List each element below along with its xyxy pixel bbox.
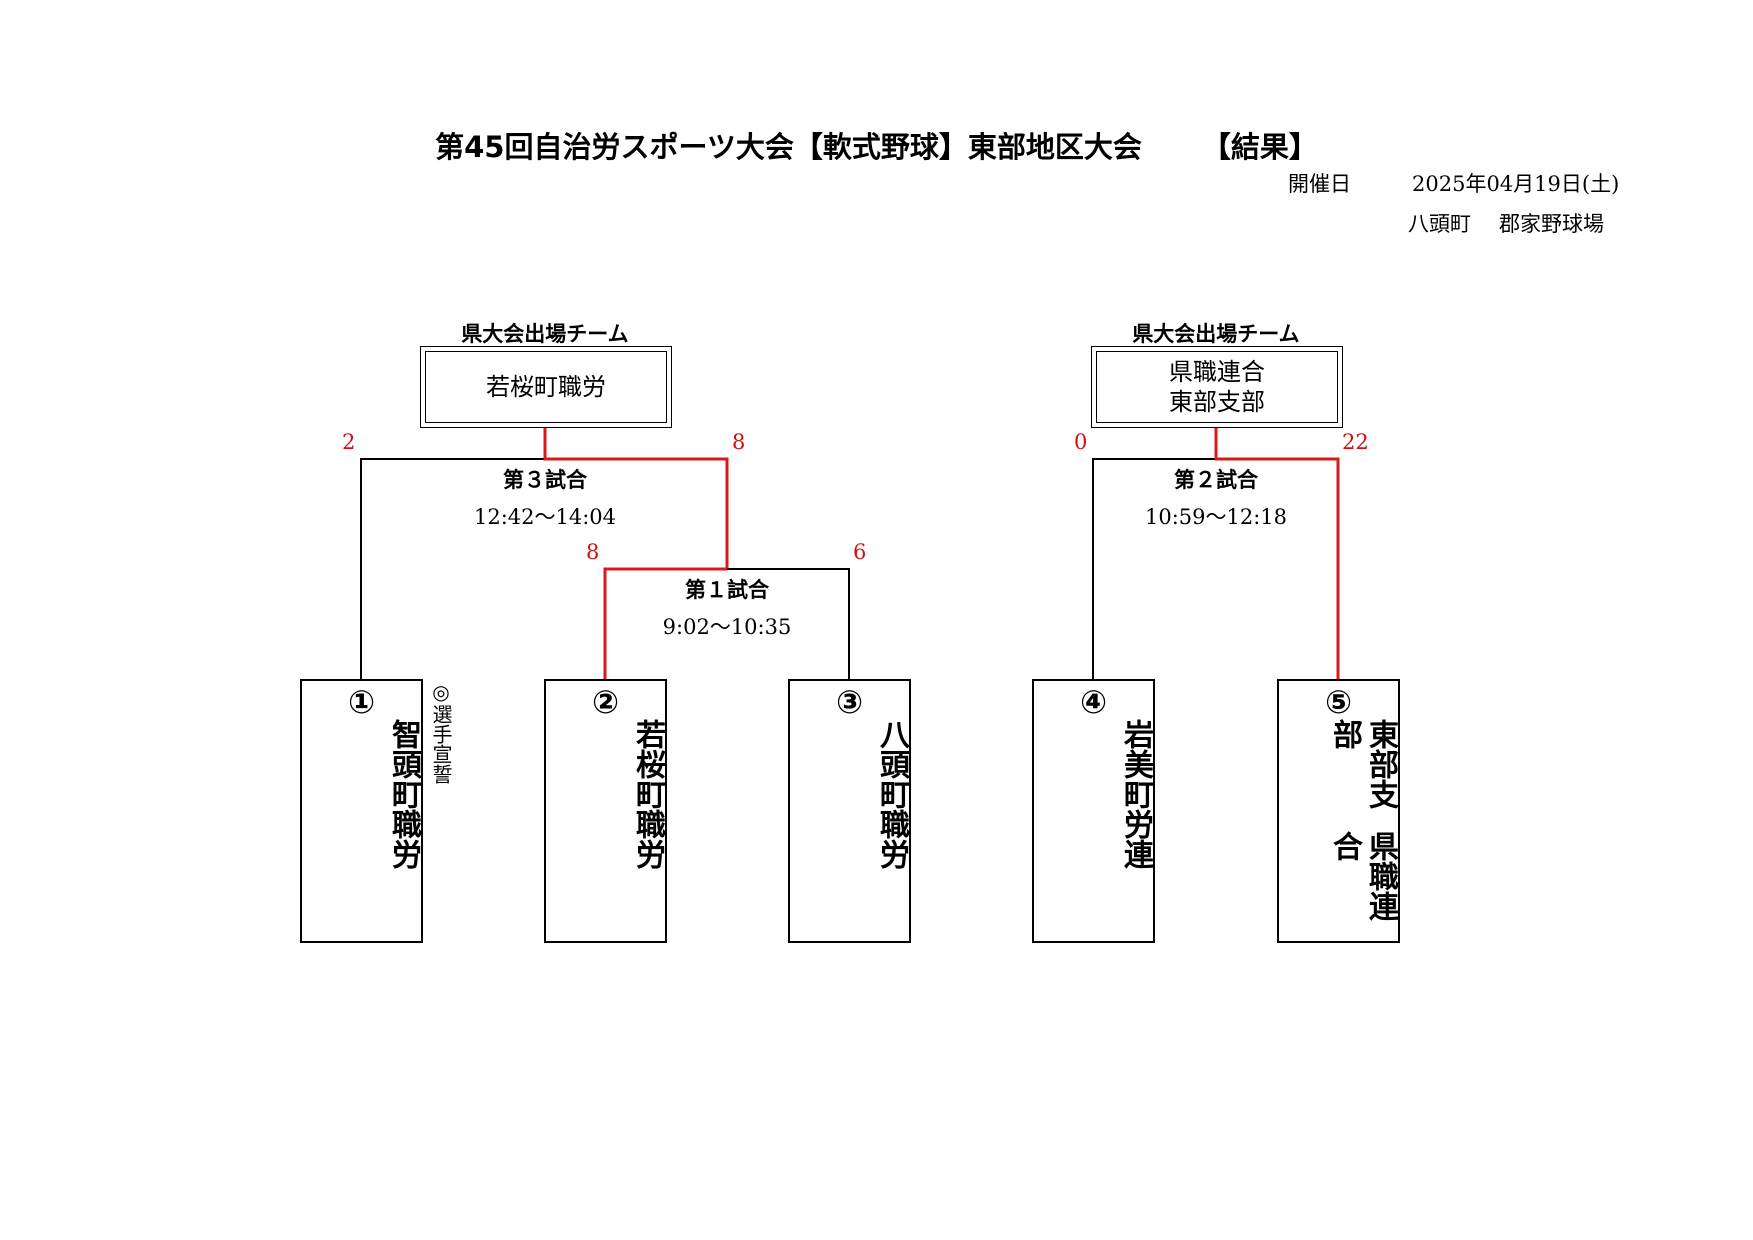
date-value: 2025年04月19日(土) [1412, 172, 1620, 196]
team-name-1: 智頭町職労 [302, 719, 421, 869]
match1-time: 9:02〜10:35 [662, 615, 792, 639]
score-match1-right: 6 [853, 540, 867, 564]
team-name-3: 八頭町職労 [790, 719, 909, 869]
team-name-4-text: 岩美町労連 [1118, 719, 1153, 869]
match1-label: 第１試合 [685, 578, 769, 602]
team-number-4: ④ [1079, 683, 1108, 721]
qualifier-box-right: 県職連合 東部支部 [1091, 346, 1343, 428]
team-name-5-col1: 県職連合 [1327, 831, 1398, 921]
team-box-1: ① 智頭町職労 [300, 679, 423, 943]
match3-time: 12:42〜14:04 [473, 505, 617, 529]
team-box-2: ② 若桜町職労 [544, 679, 667, 943]
score-match1-left: 8 [586, 540, 600, 564]
team-name-4: 岩美町労連 [1034, 719, 1153, 869]
qualifier-box-left: 若桜町職労 [420, 346, 672, 428]
bracket-line-team2-win [603, 567, 727, 679]
match2-label: 第２試合 [1174, 468, 1258, 492]
qualifier-team-right-line2: 東部支部 [1169, 388, 1265, 416]
page-title: 第45回自治労スポーツ大会【軟式野球】東部地区大会 【結果】 [0, 124, 1753, 166]
team-name-3-text: 八頭町職労 [874, 719, 909, 869]
score-match2-right: 22 [1342, 430, 1369, 454]
score-match3-left: 2 [342, 430, 356, 454]
team-name-5-col2: 東部支部 [1327, 719, 1398, 809]
bracket-line-team4 [1092, 458, 1216, 679]
title-main: 第45回自治労スポーツ大会【軟式野球】東部地区大会 [435, 130, 1142, 164]
team-name-2: 若桜町職労 [546, 719, 665, 869]
bracket-line-team5-win [1214, 427, 1340, 679]
team-box-5: ⑤ 県職連合 東部支部 [1277, 679, 1400, 943]
bracket-line-team3 [727, 568, 850, 679]
team-number-5: ⑤ [1324, 683, 1353, 721]
team-number-2: ② [591, 683, 620, 721]
match3-label: 第３試合 [503, 468, 587, 492]
team-name-1-text: 智頭町職労 [386, 719, 421, 869]
venue: 八頭町 郡家野球場 [1408, 208, 1604, 238]
score-match2-left: 0 [1074, 430, 1088, 454]
team-number-3: ③ [835, 683, 864, 721]
venue-town: 八頭町 [1408, 212, 1471, 236]
team-name-2-text: 若桜町職労 [630, 719, 665, 869]
qualifier-team-left: 若桜町職労 [486, 373, 606, 401]
score-match3-right: 8 [732, 430, 746, 454]
team-box-3: ③ 八頭町職労 [788, 679, 911, 943]
qualifier-team-right-line1: 県職連合 [1169, 358, 1265, 386]
bracket-line-match3-win [543, 427, 729, 569]
date-label: 開催日 [1288, 172, 1351, 196]
oath-note: ◎選手宣誓 [429, 680, 453, 784]
team-number-1: ① [347, 683, 376, 721]
title-result: 【結果】 [1201, 130, 1318, 164]
team-box-4: ④ 岩美町労連 [1032, 679, 1155, 943]
qualifier-label-right: 県大会出場チーム [1132, 322, 1300, 346]
match2-time: 10:59〜12:18 [1144, 505, 1288, 529]
team-name-5: 県職連合 東部支部 [1279, 719, 1398, 941]
bracket-line-team1 [360, 458, 545, 679]
qualifier-label-left: 県大会出場チーム [461, 322, 629, 346]
venue-field: 郡家野球場 [1499, 212, 1604, 236]
